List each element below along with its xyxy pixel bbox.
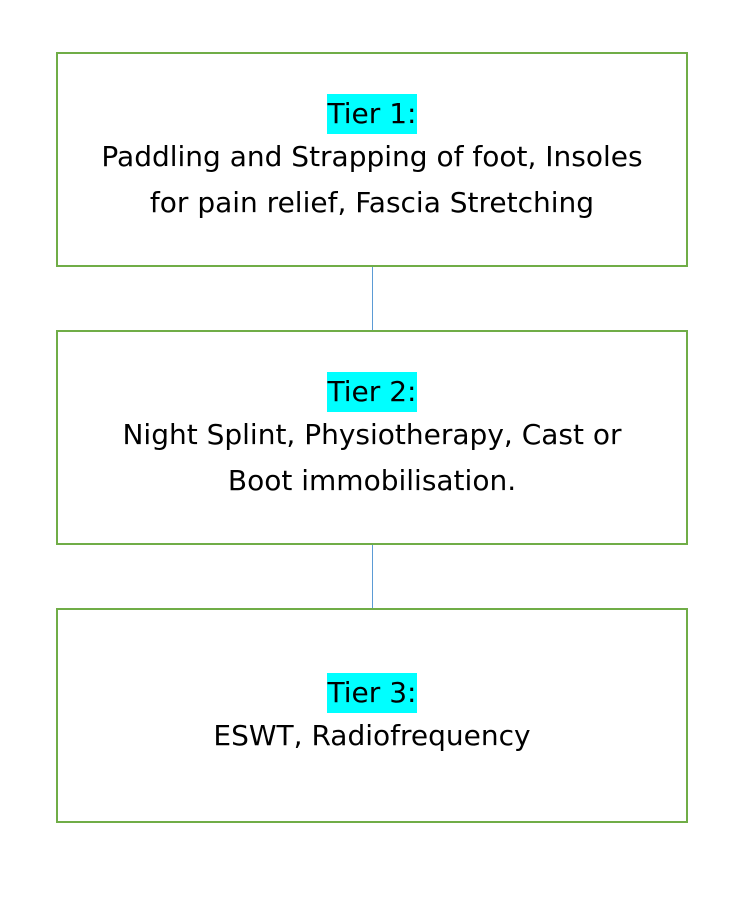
tier-2-text: Night Splint, Physiotherapy, Cast or Boo…: [122, 417, 622, 497]
tier-3-box: Tier 3: ESWT, Radiofrequency: [56, 608, 688, 823]
connector-tier-1-to-tier-2: [372, 267, 373, 330]
tier-1-heading: Tier 1:: [326, 93, 418, 134]
tier-3-text: ESWT, Radiofrequency: [213, 718, 531, 752]
connector-tier-2-to-tier-3: [372, 545, 373, 608]
tier-1-box: Tier 1: Paddling and Strapping of foot, …: [56, 52, 688, 267]
tier-2-heading: Tier 2:: [326, 371, 418, 412]
tier-2-box: Tier 2: Night Splint, Physiotherapy, Cas…: [56, 330, 688, 545]
tier-3-heading: Tier 3:: [326, 672, 418, 713]
tier-1-text: Paddling and Strapping of foot, Insoles …: [101, 139, 643, 219]
